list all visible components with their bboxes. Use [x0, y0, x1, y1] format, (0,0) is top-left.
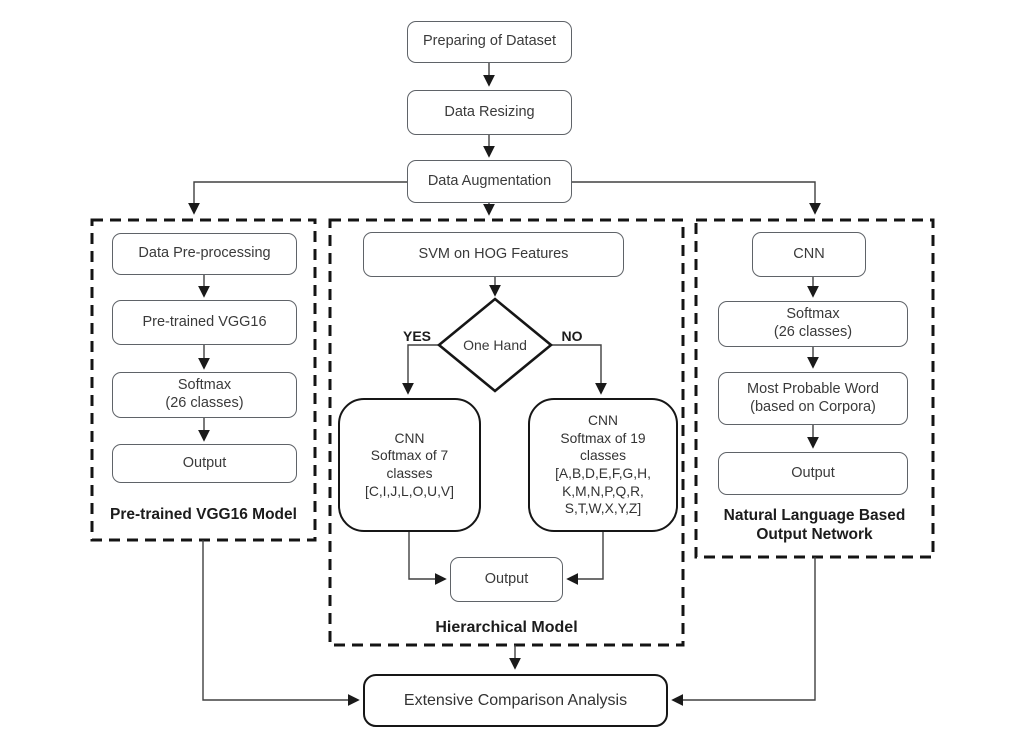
arrow-cnn19-to-output — [566, 532, 604, 585]
node-output-right: Output — [718, 452, 908, 495]
node-data-augmentation: Data Augmentation — [407, 160, 572, 203]
node-pretrained-vgg16: Pre-trained VGG16 — [112, 300, 297, 345]
node-output-middle: Output — [450, 557, 563, 602]
node-svm-hog: SVM on HOG Features — [363, 232, 624, 277]
node-output-left: Output — [112, 444, 297, 483]
node-cnn-19-classes: CNN Softmax of 19 classes [A,B,D,E,F,G,H… — [528, 398, 678, 532]
arrow-decision-yes — [402, 344, 440, 395]
arrow-nlp-branch-to-comparison — [671, 557, 816, 706]
hierarchical-branch-container — [328, 218, 685, 647]
arrow-vgg-branch-to-comparison — [202, 540, 360, 706]
node-cnn-7-classes: CNN Softmax of 7 classes [C,I,J,L,O,U,V] — [338, 398, 481, 532]
hierarchical-branch-label: Hierarchical Model — [435, 619, 578, 636]
node-extensive-comparison-analysis: Extensive Comparison Analysis — [363, 674, 668, 727]
arrow-augmentation-to-vgg-branch — [188, 181, 407, 215]
node-most-probable-word: Most Probable Word (based on Corpora) — [718, 372, 908, 425]
arrow-decision-no — [550, 344, 607, 395]
decision-no-label: NO — [561, 328, 583, 344]
arrow-augmentation-to-nlp-branch — [572, 181, 821, 215]
arrow-cnn7-to-output — [408, 532, 447, 585]
node-preparing-dataset: Preparing of Dataset — [407, 21, 572, 63]
node-data-resizing: Data Resizing — [407, 90, 572, 135]
node-cnn-right: CNN — [752, 232, 866, 277]
nlp-branch-label: Natural Language Based Output Network — [723, 507, 906, 543]
decision-diamond — [436, 297, 554, 393]
decision-yes-label: YES — [402, 328, 431, 344]
node-softmax-26-left: Softmax (26 classes) — [112, 372, 297, 418]
vgg-branch-label: Pre-trained VGG16 Model — [110, 506, 297, 523]
node-softmax-26-right: Softmax (26 classes) — [718, 301, 908, 347]
node-data-preprocessing: Data Pre-processing — [112, 233, 297, 275]
decision-one-hand-label: One Hand — [463, 337, 527, 353]
